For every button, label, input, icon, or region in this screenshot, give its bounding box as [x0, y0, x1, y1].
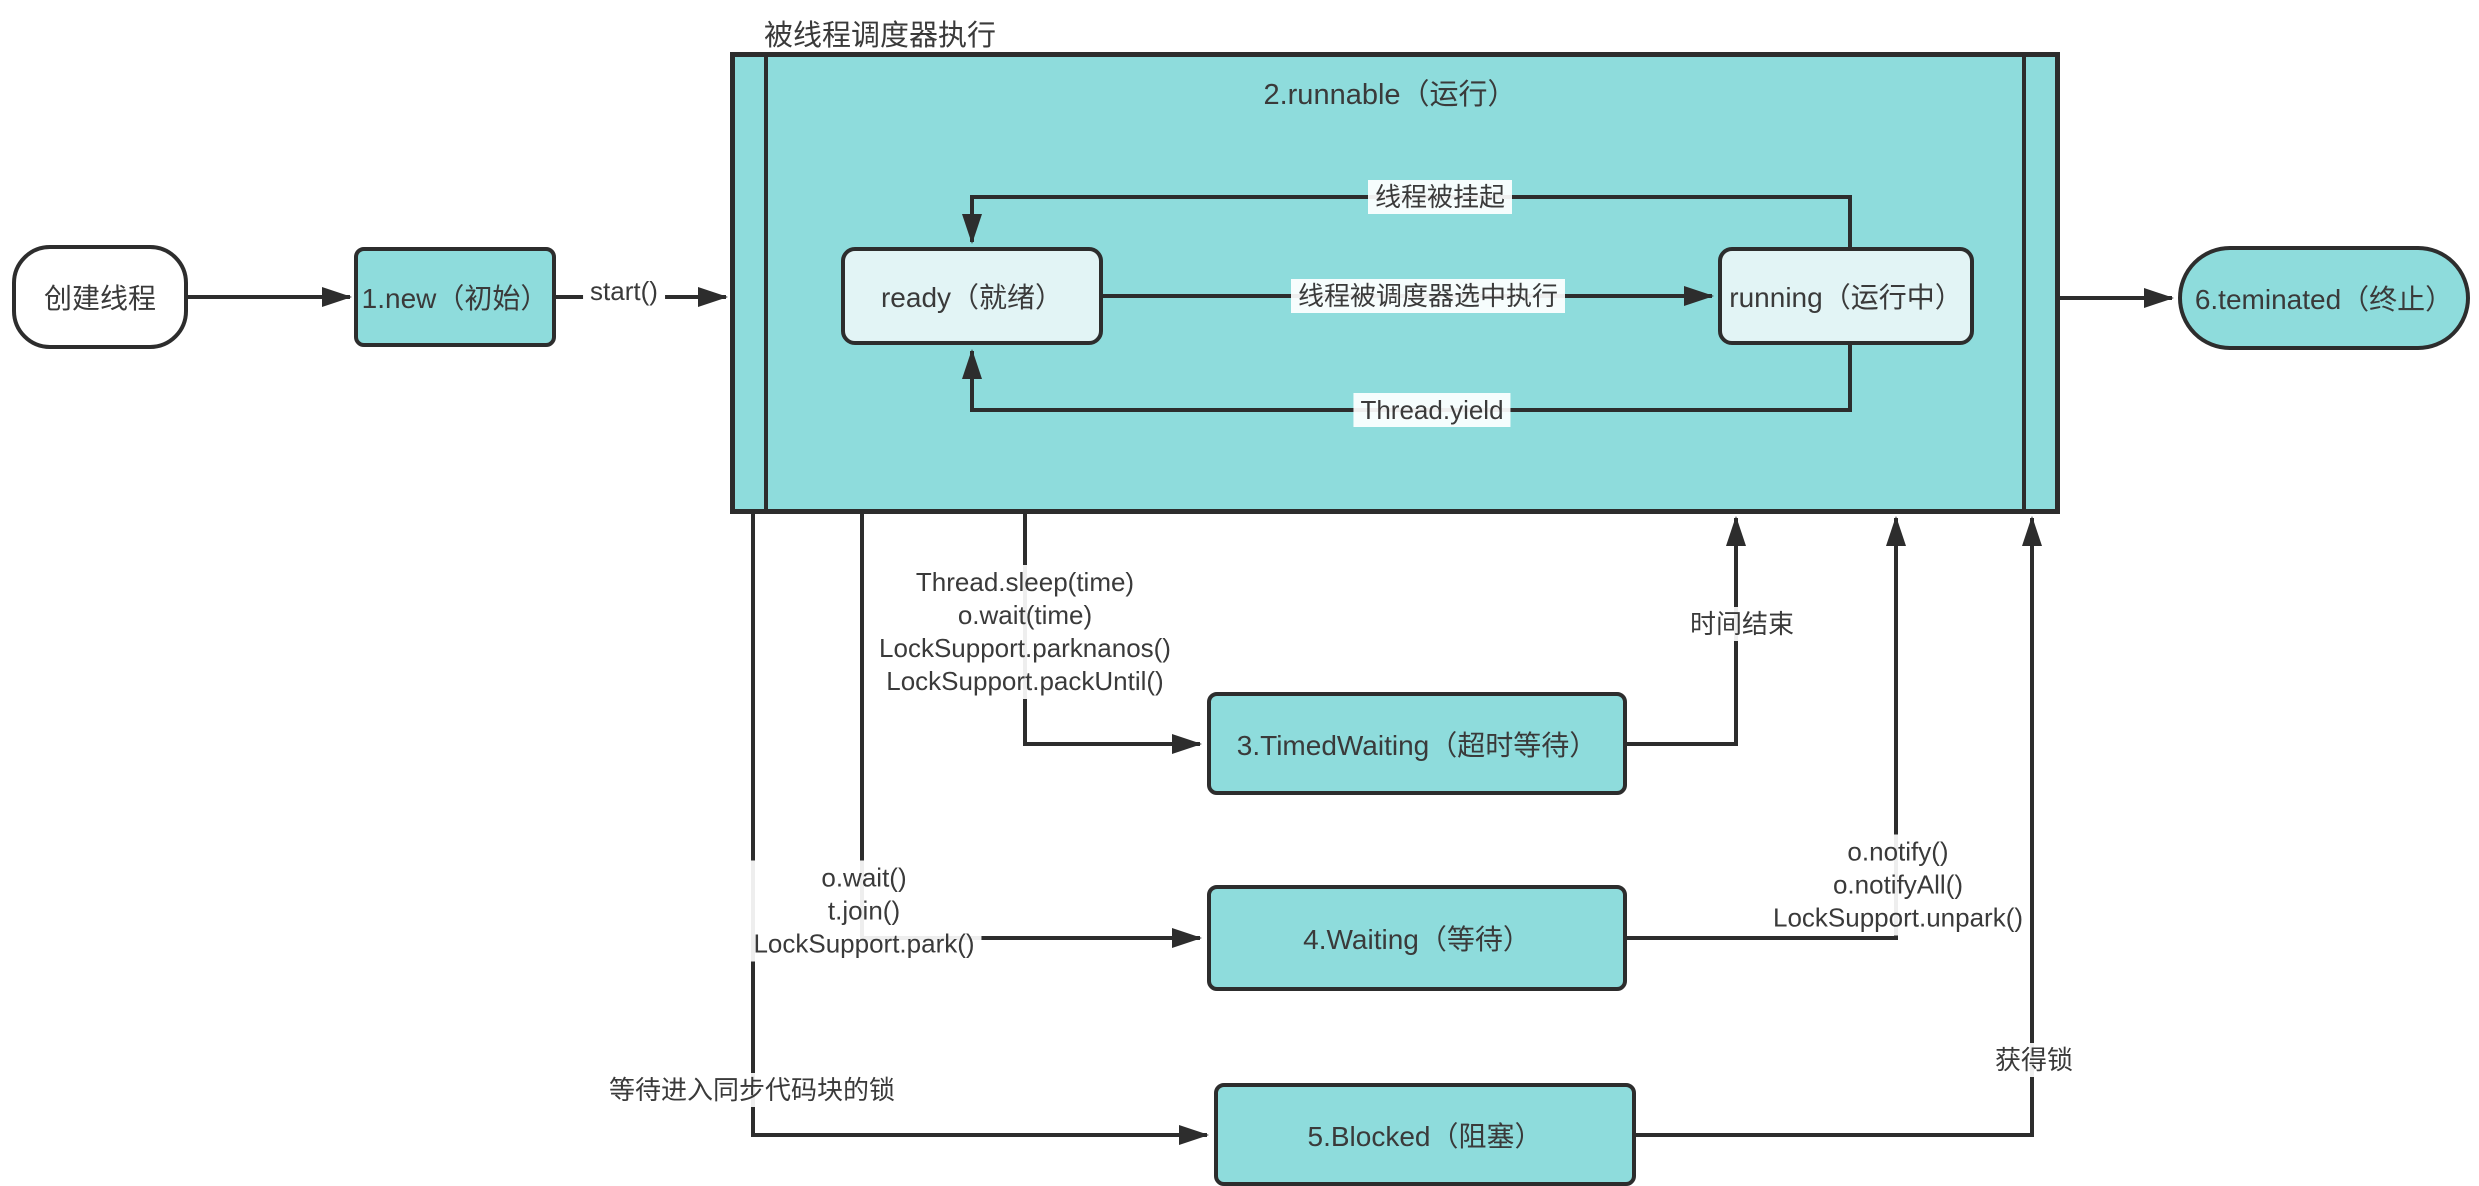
timed-method-line: LockSupport.parknanos() [879, 633, 1171, 663]
edge-label-yield: Thread.yield [1353, 393, 1511, 427]
node-terminated: 6.teminated（终止） [2178, 246, 2470, 350]
node-new: 1.new（初始） [354, 247, 556, 347]
node-blocked: 5.Blocked（阻塞） [1214, 1083, 1636, 1186]
edge-label-notify-methods: o.notify() o.notifyAll() LockSupport.unp… [1765, 834, 2031, 936]
node-running-label: running（运行中） [1729, 282, 1963, 313]
edge-label-start: start() [583, 274, 665, 308]
wait-method-line: LockSupport.park() [753, 928, 975, 959]
timed-method-line: LockSupport.packUntil() [886, 666, 1164, 696]
node-new-label: 1.new（初始） [361, 283, 549, 314]
wait-method-line: o.wait() [821, 862, 907, 893]
node-waiting-label: 4.Waiting（等待） [1303, 924, 1531, 955]
timed-method-line: o.wait(time) [957, 600, 1093, 630]
wait-method-line: t.join() [827, 895, 901, 926]
node-create-label: 创建线程 [43, 283, 156, 314]
notify-method-line: LockSupport.unpark() [1772, 902, 2024, 933]
node-running: running（运行中） [1718, 247, 1974, 345]
node-blocked-label: 5.Blocked（阻塞） [1307, 1120, 1543, 1152]
node-ready-label: ready（就绪） [880, 282, 1064, 313]
scheduler-caption: 被线程调度器执行 [764, 20, 997, 52]
edge-label-lock-wait: 等待进入同步代码块的锁 [601, 1073, 903, 1107]
notify-method-line: o.notify() [1847, 836, 1949, 867]
node-create: 创建线程 [12, 245, 188, 349]
node-ready: ready（就绪） [841, 247, 1103, 345]
edge-label-time-end: 时间结束 [1682, 607, 1802, 641]
edge-label-selected: 线程被调度器选中执行 [1290, 279, 1566, 313]
node-timedwaiting-label: 3.TimedWaiting（超时等待） [1236, 729, 1598, 761]
node-waiting: 4.Waiting（等待） [1207, 885, 1627, 991]
notify-method-line: o.notifyAll() [1832, 869, 1964, 900]
edge-label-wait-methods: o.wait() t.join() LockSupport.park() [746, 860, 982, 962]
runnable-container-title: 2.runnable（运行） [1263, 79, 1517, 111]
edge-label-lock-acquired: 获得锁 [1987, 1043, 2081, 1077]
edge-label-suspend: 线程被挂起 [1367, 180, 1513, 214]
node-terminated-label: 6.teminated（终止） [2194, 284, 2454, 315]
timed-method-line: Thread.sleep(time) [915, 567, 1135, 597]
edge-label-timed-methods: Thread.sleep(time) o.wait(time) LockSupp… [872, 565, 1178, 699]
node-timedwaiting: 3.TimedWaiting（超时等待） [1207, 692, 1627, 795]
